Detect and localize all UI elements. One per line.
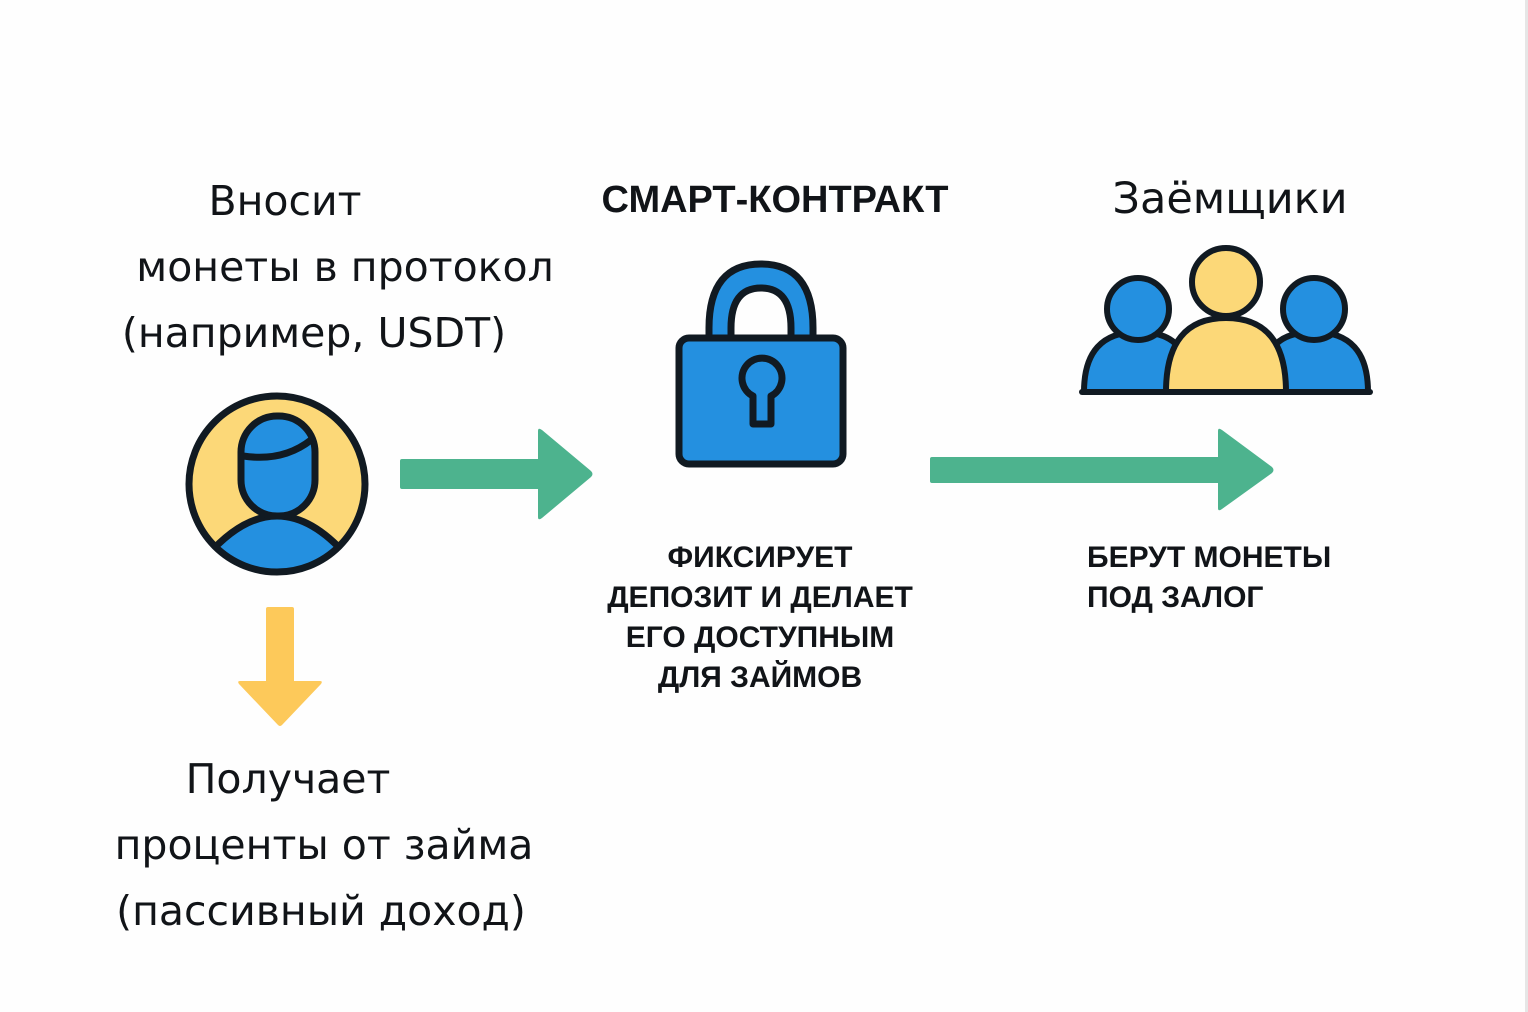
user-circle-icon <box>185 392 369 576</box>
arrow-right-icon <box>930 428 1274 511</box>
lender-title-line: Вносит <box>208 177 362 225</box>
lender-title: Вносит монеты в протокол (например, USDT… <box>95 168 595 366</box>
lender-title-line: монеты в протокол <box>136 243 554 291</box>
right-edge-divider <box>1525 0 1528 1012</box>
borrowers-description-line: БЕРУТ МОНЕТЫ <box>1087 541 1332 574</box>
lender-title-line: (например, USDT) <box>121 309 507 357</box>
smart-contract-title: СМАРТ-КОНТРАКТ <box>601 179 949 221</box>
borrowers-description-line: ПОД ЗАЛОГ <box>1087 581 1264 614</box>
lender-result-line: Получает <box>185 755 391 803</box>
arrow-right-icon <box>400 428 593 520</box>
smart-contract-description-line: ДЕПОЗИТ И ДЕЛАЕТ <box>607 581 913 614</box>
smart-contract-description-line: ФИКСИРУЕТ <box>667 541 853 574</box>
lender-result-line: (пассивный доход) <box>116 887 526 935</box>
user-group-icon <box>1079 245 1373 395</box>
lender-result-line: проценты от займа <box>114 821 534 869</box>
padlock-icon <box>675 260 847 468</box>
lender-result-text: Получает проценты от займа (пассивный до… <box>80 746 580 944</box>
smart-contract-description-line: ЕГО ДОСТУПНЫМ <box>625 621 895 654</box>
borrowers-description: БЕРУТ МОНЕТЫ ПОД ЗАЛОГ <box>1087 538 1387 618</box>
borrowers-title: Заёмщики <box>1112 174 1348 224</box>
smart-contract-description-line: ДЛЯ ЗАЙМОВ <box>657 661 863 694</box>
smart-contract-description: ФИКСИРУЕТ ДЕПОЗИТ И ДЕЛАЕТ ЕГО ДОСТУПНЫМ… <box>560 538 960 698</box>
arrow-down-icon <box>238 607 322 726</box>
